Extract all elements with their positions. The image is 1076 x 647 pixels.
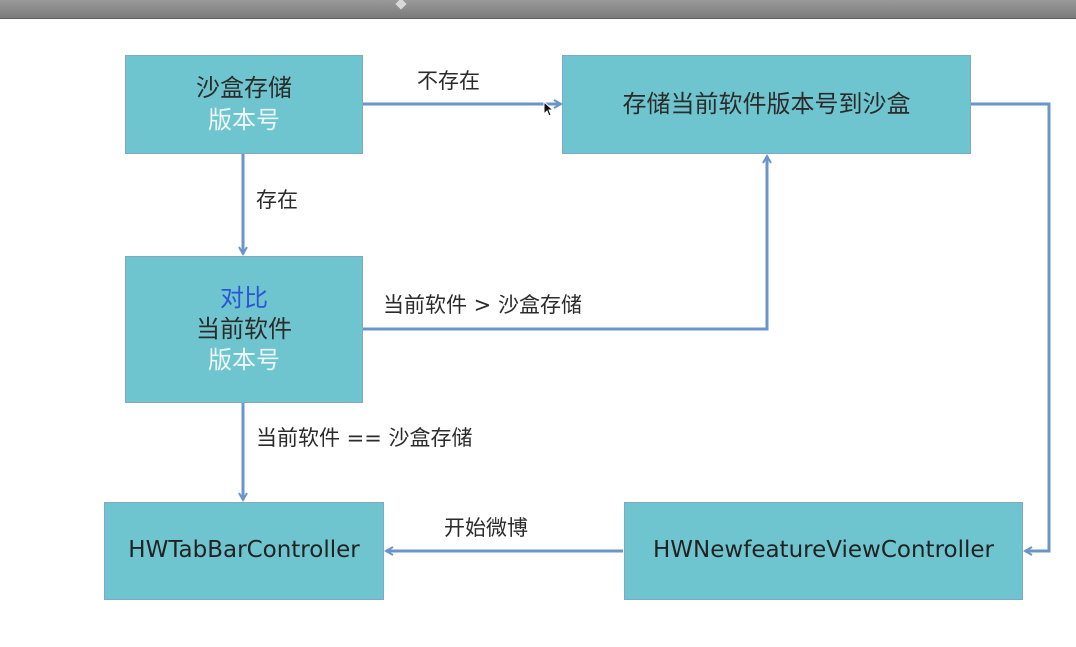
edge-label-greater: 当前软件 > 沙盒存储 [383,293,582,317]
edge-label-equal: 当前软件 == 沙盒存储 [256,426,473,450]
node-sandbox-line2: 版本号 [208,105,280,134]
mouse-cursor-icon [543,101,555,117]
node-compare-line2: 当前软件 [196,314,292,343]
node-store-version: 存储当前软件版本号到沙盒 [562,55,971,154]
node-tabbar-controller: HWTabBarController [104,502,384,600]
node-store-line1: 存储当前软件版本号到沙盒 [622,89,911,118]
arrow-greater [363,156,767,331]
node-tabbar-line1: HWTabBarController [128,537,360,564]
arrow-store-to-newfeature [971,102,1051,551]
node-compare-line3: 版本号 [208,346,280,375]
edge-label-not-exist: 不存在 [417,69,480,93]
window-title-bar [0,0,1076,19]
edge-label-exist: 存在 [256,188,298,212]
node-compare-version: 对比 当前软件 版本号 [125,256,363,403]
node-newfeature-line1: HWNewfeatureViewController [653,537,994,564]
node-sandbox-line1: 沙盒存储 [196,74,292,103]
edge-label-start-weibo: 开始微博 [444,516,528,540]
node-newfeature-controller: HWNewfeatureViewController [624,502,1023,600]
node-sandbox-version: 沙盒存储 版本号 [125,55,363,154]
node-compare-line1: 对比 [220,283,268,312]
